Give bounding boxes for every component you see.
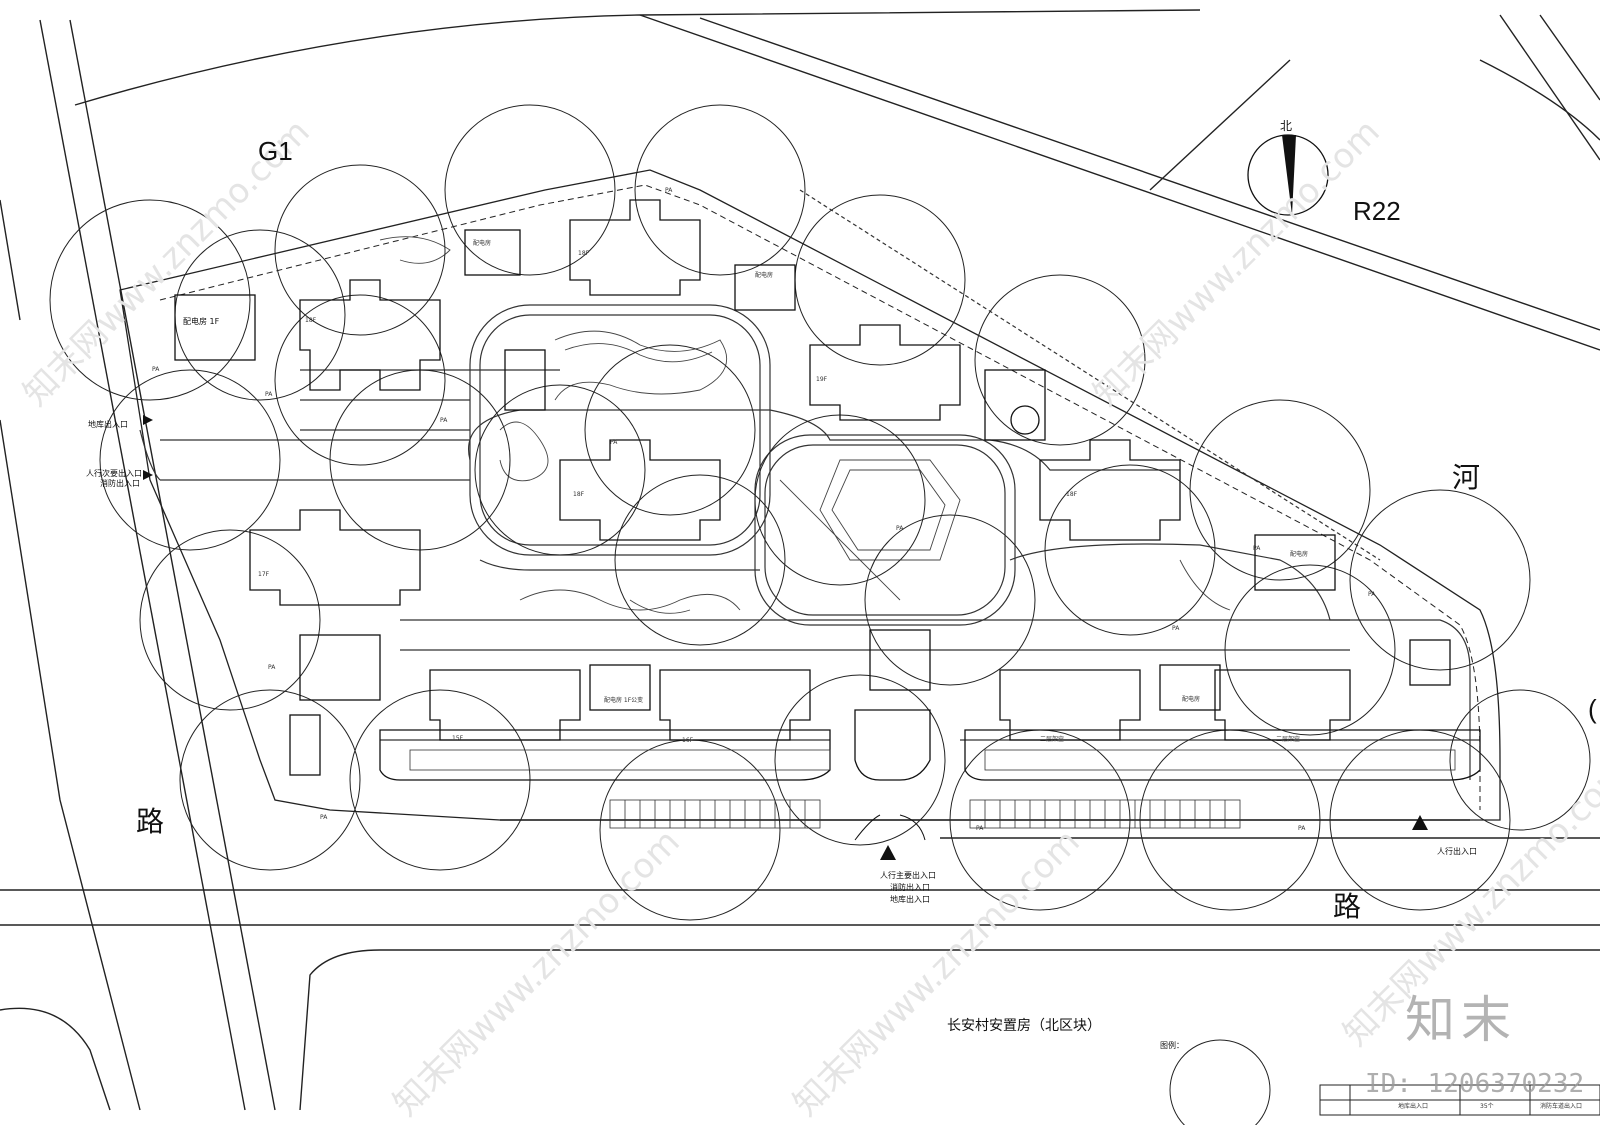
edge-character: ( <box>1588 694 1597 724</box>
legend-cell: 消防车道出入口 <box>1540 1103 1583 1110</box>
river-label: 河 <box>1452 461 1481 494</box>
entrance-label-pedestrian-main: 人行主要出入口 <box>880 871 936 880</box>
floor-count-label: 17F <box>258 571 270 578</box>
floor-count-label: 18F <box>305 317 317 324</box>
pa-marker: PA <box>440 417 448 424</box>
floor-count-label: 16F <box>682 737 694 744</box>
legend-cell: 35个 <box>1480 1103 1494 1110</box>
parking-stalls <box>409 749 1456 829</box>
entrance-label-pedestrian-secondary: 人行次要出入口 <box>86 469 142 478</box>
legend-heading: 图例： <box>1160 1041 1184 1050</box>
drawing-title: 长安村安置房（北区块） <box>947 1018 1101 1034</box>
floor-count-label: 18F <box>573 491 585 498</box>
pa-marker: PA <box>1253 545 1261 552</box>
entrance-label-garage-main: 地库出入口 <box>890 895 930 904</box>
legend-table <box>1319 1084 1600 1116</box>
garden-landscape <box>379 236 1231 614</box>
zone-label-g1: G1 <box>258 136 293 166</box>
upper-floor-label: 二层架空 <box>1040 736 1065 743</box>
brand-watermark: 知末 <box>1405 991 1517 1049</box>
entrance-label-garage-west: 地库出入口 <box>88 420 128 429</box>
pa-marker: PA <box>152 366 160 373</box>
floor-count-label: 15F <box>452 735 464 742</box>
pa-marker: PA <box>665 187 673 194</box>
road-lines <box>0 9 1600 1111</box>
substation-label: 配电房 <box>473 240 492 247</box>
north-label: 北 <box>1280 119 1293 133</box>
pa-marker: PA <box>896 525 904 532</box>
shadow-circles <box>49 104 1591 1125</box>
road-label-bottom: 路 <box>1333 890 1362 923</box>
pa-marker: PA <box>265 391 273 398</box>
pa-marker: PA <box>1368 591 1376 598</box>
pa-marker: PA <box>610 439 618 446</box>
site-boundary <box>119 169 1501 821</box>
floor-count-label: 19F <box>816 376 828 383</box>
document-id: ID: 1206370232 <box>1365 1069 1585 1099</box>
pa-marker: PA <box>1172 625 1180 632</box>
building-footprints <box>174 199 1481 781</box>
entrance-label-pedestrian-east: 人行出入口 <box>1437 847 1477 856</box>
pa-marker: PA <box>268 664 276 671</box>
substation-label: 配电房 <box>1290 551 1309 558</box>
substation-label: 配电房 1F公变 <box>604 697 644 704</box>
upper-floor-label: 二层架空 <box>1276 736 1301 743</box>
zone-label-r22: R22 <box>1353 196 1401 226</box>
entrance-label-fire-west: 消防出入口 <box>100 479 140 488</box>
legend-cell: 地库出入口 <box>1398 1103 1429 1110</box>
pa-marker: PA <box>1298 825 1306 832</box>
pa-marker: PA <box>976 825 984 832</box>
pa-marker: PA <box>320 814 328 821</box>
substation-label: 配电房 <box>755 272 774 279</box>
substation-label: 配电房 <box>1182 696 1201 703</box>
entrance-label-fire-main: 消防出入口 <box>890 883 930 892</box>
road-label-left: 路 <box>136 805 165 838</box>
substation-label: 配电房 1F <box>183 317 220 326</box>
entrance-markers <box>143 415 1428 860</box>
floor-count-label: 18F <box>578 250 590 257</box>
north-arrow <box>1247 134 1329 216</box>
floor-count-label: 18F <box>1066 491 1078 498</box>
